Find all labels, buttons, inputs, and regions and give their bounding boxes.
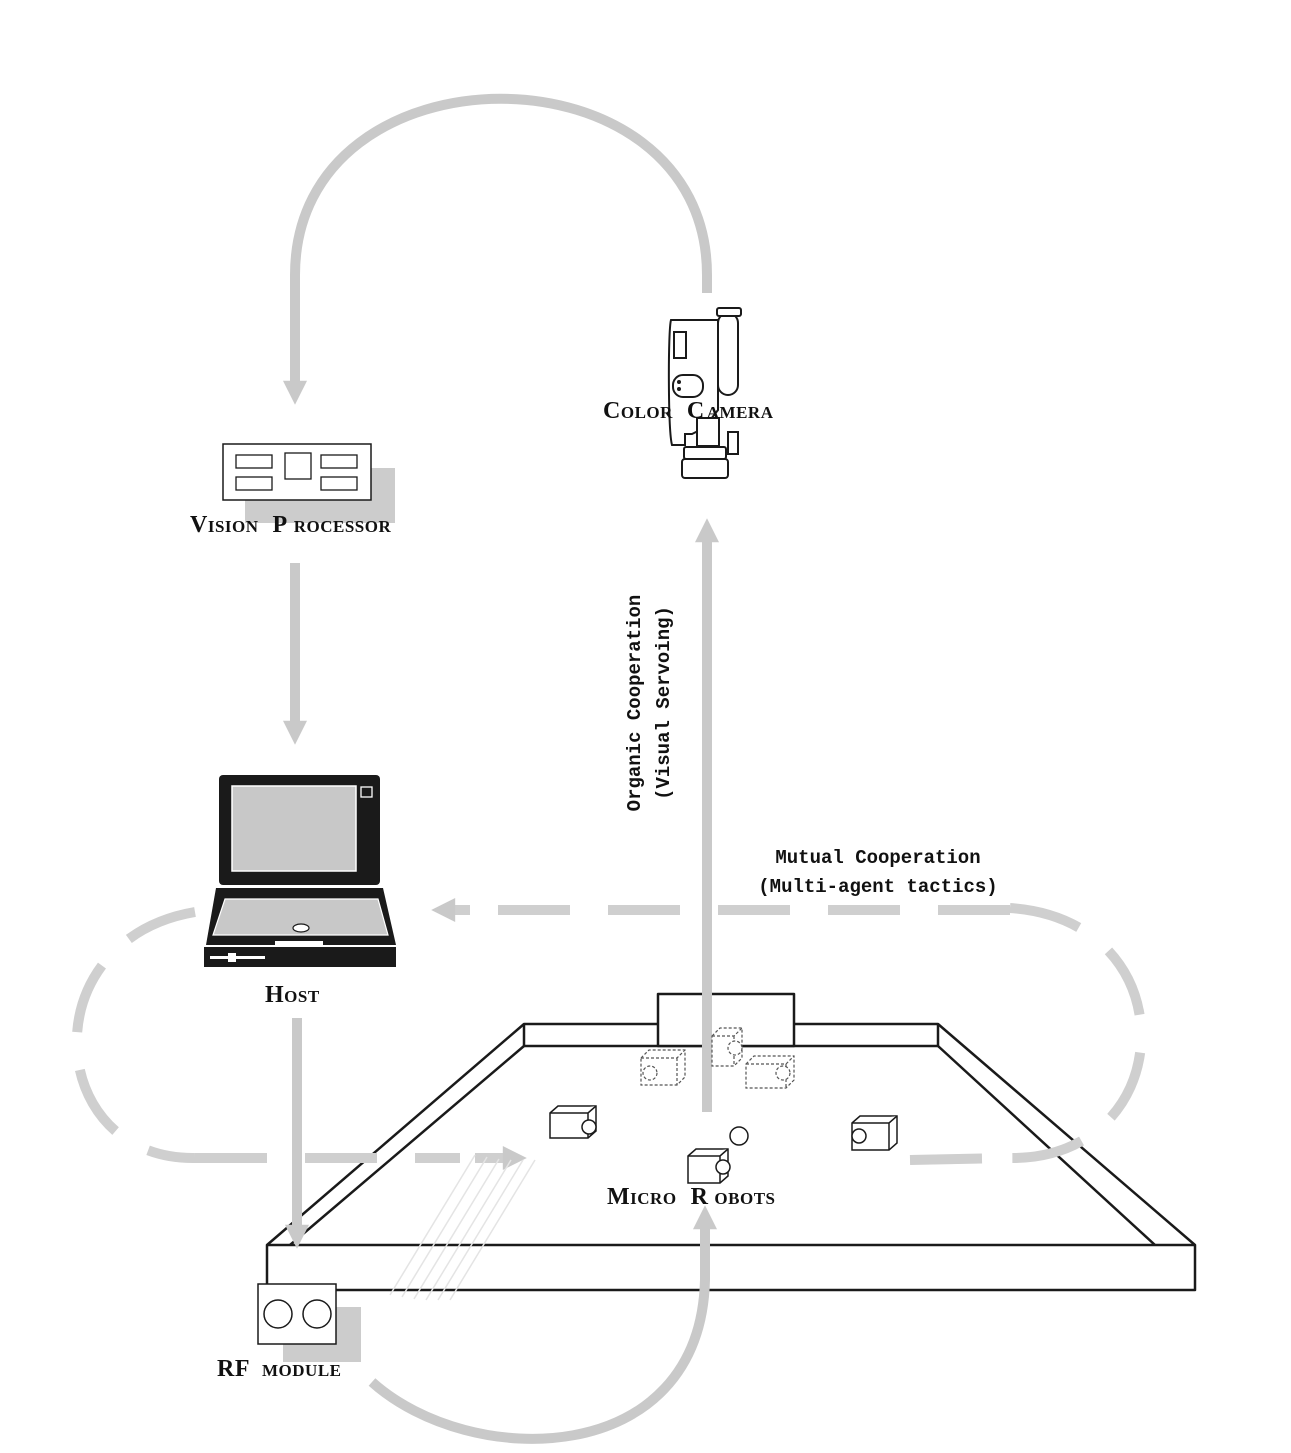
robot-dashed-2: [711, 1027, 743, 1067]
rf-signal-lines: [389, 1154, 536, 1301]
mutual-cooperation-loop: [71, 903, 1147, 1165]
robot-solid-right: [851, 1115, 898, 1151]
organic-cooperation-label: Organic Cooperation (Visual Servoing): [624, 594, 675, 812]
rf-module-box: [257, 1283, 361, 1362]
host-laptop: [204, 775, 396, 967]
robot-solid-center: [687, 1126, 749, 1184]
vision-processor-board: [222, 443, 395, 523]
robot-dashed-3: [745, 1055, 795, 1089]
color-camera: [667, 307, 742, 479]
robot-solid-1: [549, 1105, 597, 1139]
camera-to-vision-arc: [282, 93, 712, 405]
mutual-cooperation-label: Mutual Cooperation (Multi-agent tactics): [758, 847, 998, 898]
robots-dashed: [640, 1027, 795, 1089]
rf-to-robots-arc: [368, 1205, 718, 1444]
robot-dashed-1: [640, 1049, 686, 1086]
robots: [549, 1105, 898, 1184]
host-label: HOST: [265, 982, 320, 1008]
